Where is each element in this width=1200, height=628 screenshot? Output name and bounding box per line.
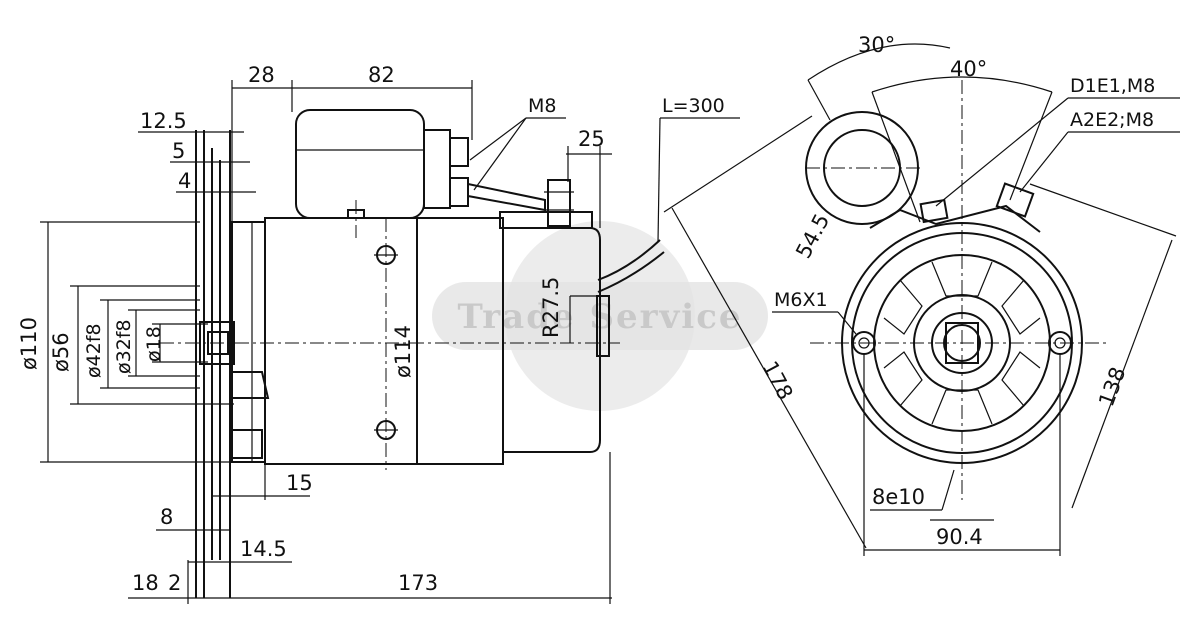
mounting-flange [231, 221, 266, 463]
dim-173: 173 [398, 571, 438, 595]
dim-2: 2 [168, 571, 181, 595]
dim-4: 4 [178, 169, 191, 193]
terminal-stud [547, 179, 571, 227]
dim-dia114: ø114 [391, 325, 415, 378]
dim-25: 25 [578, 127, 605, 151]
label-a2e2: A2E2;M8 [1070, 109, 1154, 131]
spline-inner [943, 324, 981, 362]
dim-r27-5: R27.5 [539, 277, 563, 338]
terminal-d1e1 [919, 198, 949, 224]
dim-28: 28 [248, 63, 275, 87]
hub-ring [913, 294, 1011, 392]
cooling-ribs [883, 261, 1041, 425]
label-m8: M8 [528, 95, 556, 117]
dim-dia110: ø110 [17, 317, 41, 370]
dim-178: 178 [758, 357, 798, 404]
side-view: 28 82 12.5 5 4 M8 L=300 25 R27.5 ø110 [17, 63, 740, 604]
dim-dia32f8: ø32f8 [113, 319, 135, 374]
dim-15: 15 [286, 471, 313, 495]
dim-14-5: 14.5 [240, 537, 287, 561]
end-housing-outer [841, 222, 1083, 464]
dim-dia42f8: ø42f8 [83, 323, 105, 378]
label-d1e1: D1E1,M8 [1070, 75, 1155, 97]
dim-8e10: 8e10 [872, 485, 925, 509]
motor-yoke [416, 217, 504, 465]
label-cable-length: L=300 [662, 95, 725, 117]
terminal-bar [467, 182, 546, 212]
dim-5: 5 [172, 139, 185, 163]
dim-138: 138 [1094, 364, 1130, 410]
shaft-hub [199, 321, 235, 365]
dim-8: 8 [160, 505, 173, 529]
terminal-a2e2 [995, 182, 1035, 218]
dim-12-5: 12.5 [140, 109, 187, 133]
solenoid [295, 109, 425, 219]
rear-end-cap [503, 227, 601, 453]
cable [597, 239, 661, 281]
dim-82: 82 [368, 63, 395, 87]
dim-angle-40: 40° [950, 57, 987, 81]
dim-angle-30: 30° [858, 33, 895, 57]
dim-dia56: ø56 [49, 332, 73, 372]
label-m6x1: M6X1 [774, 289, 828, 311]
spline-outer [931, 312, 993, 374]
dim-dia18: ø18 [143, 326, 165, 362]
dim-90-4: 90.4 [936, 525, 983, 549]
dim-54-5: 54.5 [791, 210, 834, 263]
dim-18: 18 [132, 571, 159, 595]
